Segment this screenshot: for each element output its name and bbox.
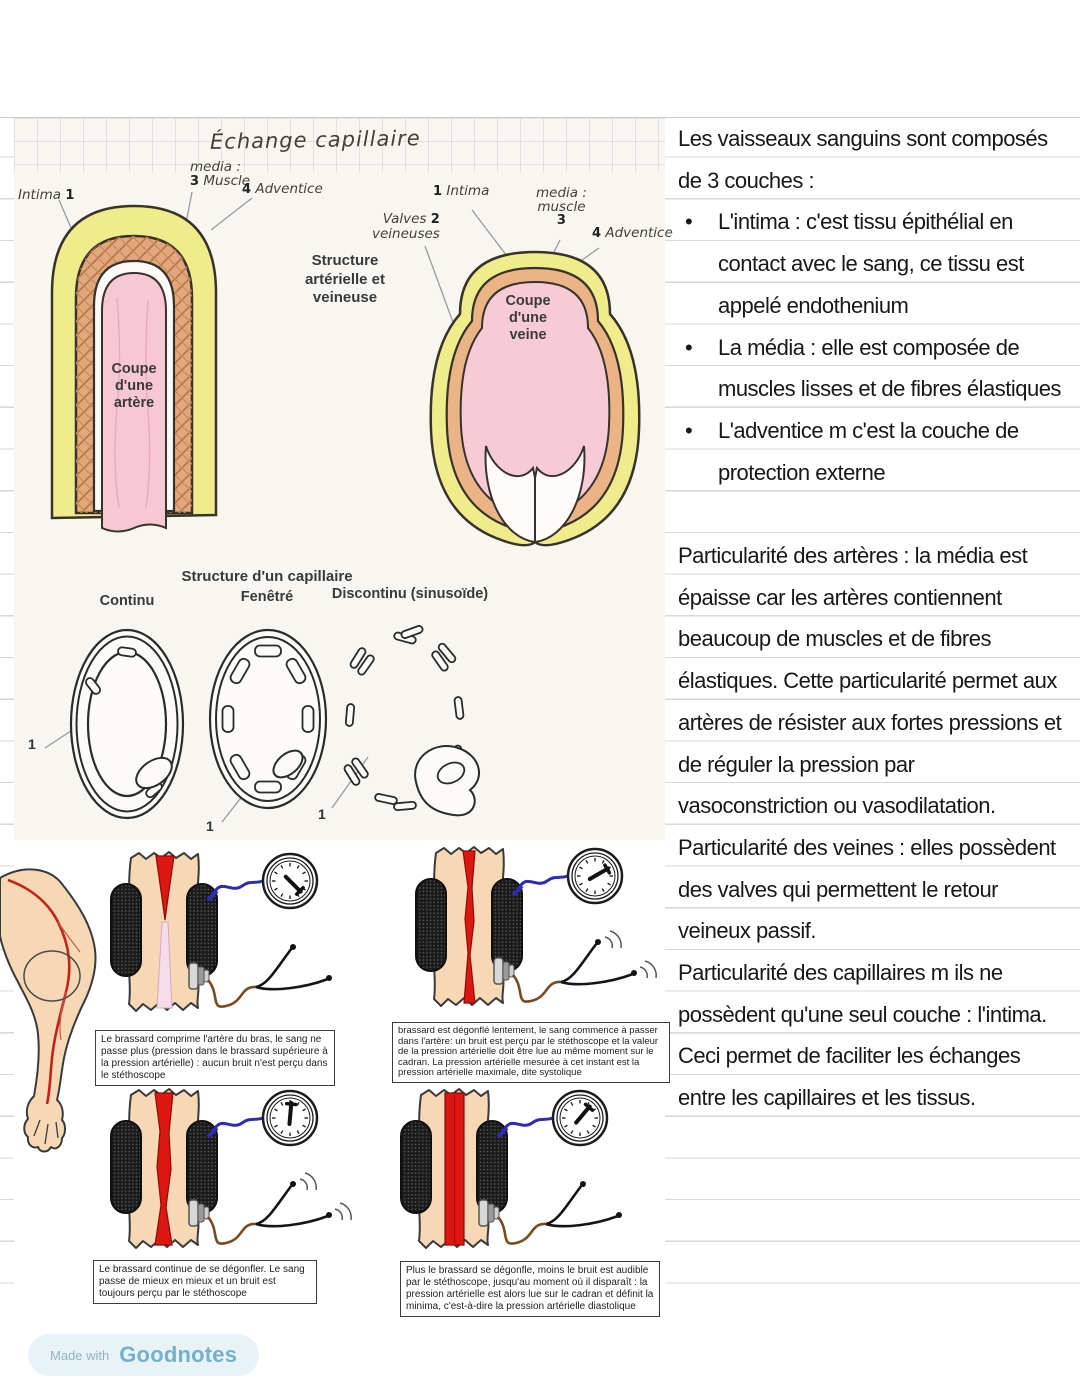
capillary-type-fenetre: Fenêtré	[240, 589, 294, 605]
notes-arteries-paragraph: Particularité des artères : la média est…	[678, 543, 1062, 819]
artery-cross-section	[50, 204, 218, 533]
vessel-diagrams-illustration	[44, 191, 641, 823]
bp-caption-3: Le brassard continue de se dégonfler. Le…	[93, 1260, 317, 1304]
bp-step4-illustration	[400, 1088, 624, 1249]
notes-veins-paragraph: Particularité des veines : elles possède…	[678, 834, 1056, 944]
bp-caption-1: Le brassard comprime l'artère du bras, l…	[95, 1030, 335, 1086]
vein-media-label: media : muscle 3	[536, 185, 587, 228]
scan-title: Échange capillaire	[209, 126, 421, 154]
artery-intima-label: Intima 1	[18, 187, 75, 203]
capillary-type-continu: Continu	[99, 593, 155, 609]
artery-caption: Coupe d'une artère	[111, 361, 157, 411]
capillary-marker-discontinu: 1	[318, 806, 326, 822]
notes-column: Les vaisseaux sanguins sont composés de …	[678, 118, 1064, 1119]
capillary-marker-continu: 1	[28, 736, 36, 752]
bp-caption-4: Plus le brassard se dégonfle, moins le b…	[400, 1261, 660, 1317]
notes-bullet-intima: L'intima : c'est tissu épithélial en con…	[678, 201, 1064, 326]
capillary-title: Structure d'un capillaire	[181, 568, 353, 585]
made-with-label: Made with	[50, 1347, 110, 1363]
capillary-discontinu-drawing	[343, 625, 480, 817]
capillary-fenetre-drawing	[208, 628, 328, 810]
bp-step1-illustration	[110, 851, 334, 1012]
capillary-marker-fenetre: 1	[206, 818, 214, 834]
artery-adventice-label: 4 Adventice	[242, 181, 323, 197]
scan-top-edge	[0, 117, 1080, 118]
bp-step3-illustration	[110, 1088, 352, 1249]
notes-bullet-list: L'intima : c'est tissu épithélial en con…	[678, 201, 1064, 493]
capillary-continu-drawing	[69, 628, 185, 820]
structure-arterielle-caption: Structure artérielle et veineuse	[304, 252, 386, 306]
goodnotes-badge[interactable]: Made with Goodnotes	[28, 1334, 260, 1376]
vein-cross-section	[429, 250, 641, 547]
vein-adventice-label: 4 Adventice	[592, 225, 673, 241]
notes-bullet-adventice: L'adventice m c'est la couche de protect…	[678, 410, 1064, 493]
notes-capillaries-paragraph: Particularité des capillaires m ils ne p…	[678, 960, 1047, 1111]
bp-step2-illustration	[415, 846, 657, 1007]
artery-media-label: media : 3 Muscle	[190, 159, 251, 189]
grid-paper-strip	[14, 118, 665, 172]
notes-intro: Les vaisseaux sanguins sont composés de …	[678, 126, 1048, 193]
capillary-type-discontinu: Discontinu (sinusoïde)	[331, 586, 489, 602]
notes-bullet-media: La média : elle est composée de muscles …	[678, 327, 1064, 410]
vein-valves-label: Valves 2 veineuses	[372, 211, 440, 242]
goodnotes-logo-text: Goodnotes	[119, 1342, 238, 1367]
arm-illustration	[0, 868, 97, 1153]
bp-caption-2: brassard est dégonflé lentement, le sang…	[392, 1022, 670, 1083]
vein-caption: Coupe d'une veine	[505, 293, 551, 343]
vein-intima-label: 1 Intima	[433, 183, 490, 199]
